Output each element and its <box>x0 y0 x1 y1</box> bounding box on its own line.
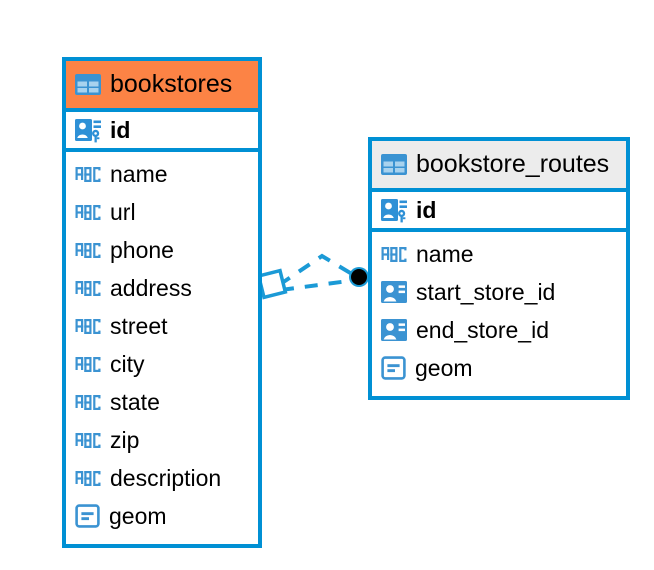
field-row-end-store-id[interactable]: end_store_id <box>372 311 626 349</box>
field-label-description: description <box>110 464 222 491</box>
field-row-street[interactable]: street <box>66 307 258 345</box>
field-row-primary-key[interactable]: id <box>372 188 626 232</box>
field-label-street: street <box>110 312 168 339</box>
text-type-icon <box>75 432 101 448</box>
field-list-bookstores: name <box>66 152 258 539</box>
field-row-state[interactable]: state <box>66 383 258 421</box>
field-row-start-store-id[interactable]: start_store_id <box>372 273 626 311</box>
geometry-type-icon <box>381 356 406 380</box>
entity-title-bookstores: bookstores <box>110 70 233 98</box>
field-label-start-store-id: start_store_id <box>416 278 556 305</box>
field-row-primary-key[interactable]: id <box>66 108 258 152</box>
field-label-city: city <box>110 350 145 377</box>
field-label-name: name <box>110 160 168 187</box>
entity-table-bookstore-routes[interactable]: bookstore_routes id <box>368 137 630 400</box>
entity-title-bookstore-routes: bookstore_routes <box>416 150 610 178</box>
field-row-zip[interactable]: zip <box>66 421 258 459</box>
text-type-icon <box>75 166 101 182</box>
field-label-geom: geom <box>415 354 473 381</box>
field-row-geom[interactable]: geom <box>66 497 258 535</box>
field-label-address: address <box>110 274 192 301</box>
field-label-name: name <box>416 240 474 267</box>
text-type-icon <box>75 470 101 486</box>
foreign-key-icon <box>381 281 407 303</box>
table-grid-icon <box>381 154 407 175</box>
entity-table-bookstores[interactable]: bookstores id <box>62 57 262 548</box>
entity-header-bookstore-routes[interactable]: bookstore_routes <box>372 141 626 188</box>
field-row-city[interactable]: city <box>66 345 258 383</box>
text-type-icon <box>381 246 407 262</box>
field-row-name[interactable]: name <box>66 155 258 193</box>
field-label-geom: geom <box>109 502 167 529</box>
text-type-icon <box>75 204 101 220</box>
geometry-type-icon <box>75 504 100 528</box>
field-label-zip: zip <box>110 426 140 453</box>
field-row-name[interactable]: name <box>372 235 626 273</box>
text-type-icon <box>75 356 101 372</box>
primary-key-icon <box>381 197 407 223</box>
primary-key-icon <box>75 117 101 143</box>
field-label-id: id <box>110 116 131 143</box>
field-label-url: url <box>110 198 136 225</box>
relationship-line-upper <box>277 253 359 287</box>
text-type-icon <box>75 242 101 258</box>
field-label-end-store-id: end_store_id <box>416 316 549 343</box>
entity-header-bookstores[interactable]: bookstores <box>66 61 258 108</box>
field-label-phone: phone <box>110 236 174 263</box>
diamond-marker <box>256 268 288 300</box>
field-row-geom[interactable]: geom <box>372 349 626 387</box>
field-label-state: state <box>110 388 160 415</box>
field-row-address[interactable]: address <box>66 269 258 307</box>
table-grid-icon <box>75 74 101 95</box>
field-list-bookstore-routes: name start_store_id <box>372 232 626 391</box>
field-row-phone[interactable]: phone <box>66 231 258 269</box>
text-type-icon <box>75 318 101 334</box>
field-row-description[interactable]: description <box>66 459 258 497</box>
relationship-line-lower <box>280 278 357 292</box>
text-type-icon <box>75 280 101 296</box>
foreign-key-icon <box>381 319 407 341</box>
text-type-icon <box>75 394 101 410</box>
field-row-url[interactable]: url <box>66 193 258 231</box>
field-label-id: id <box>416 196 437 223</box>
filled-dot-marker <box>349 267 369 287</box>
